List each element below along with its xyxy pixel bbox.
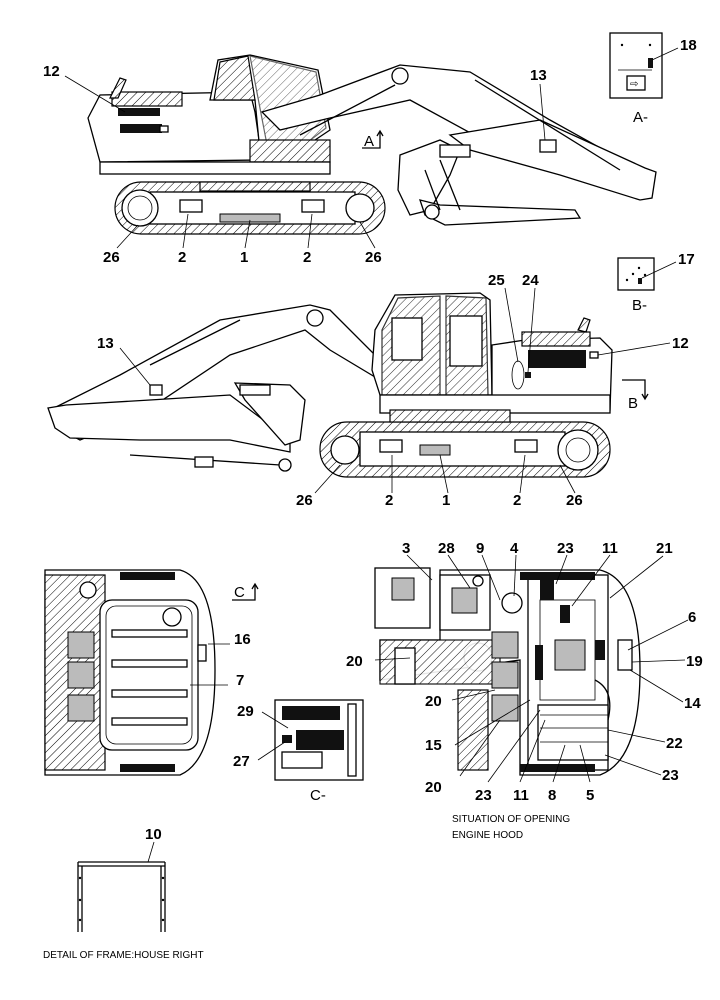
engine-hood-caption-line2: ENGINE HOOD xyxy=(452,830,523,841)
excavator-side-view-left xyxy=(64,54,657,249)
callout-10: 10 xyxy=(145,826,162,843)
callout-18: 18 xyxy=(680,37,697,54)
callout-14: 14 xyxy=(684,695,701,712)
excavator-side-view-right xyxy=(47,287,671,494)
engine-hood-caption-line1: SITUATION OF OPENING xyxy=(452,814,570,825)
detail-c: 29 27 C- xyxy=(233,699,364,804)
view-arrow-a-label: A xyxy=(364,133,374,150)
callout-2: 2 xyxy=(303,249,311,266)
callout-20: 20 xyxy=(425,693,442,710)
callout-23: 23 xyxy=(475,787,492,804)
callout-26: 26 xyxy=(566,492,583,509)
callout-26: 26 xyxy=(296,492,313,509)
callout-2: 2 xyxy=(178,249,186,266)
callout-12: 12 xyxy=(43,63,60,80)
engine-hood-callouts: 3 28 9 4 23 11 21 6 19 14 20 20 15 20 22… xyxy=(346,540,703,841)
callout-21: 21 xyxy=(656,540,673,557)
callout-28: 28 xyxy=(438,540,455,557)
frame-detail: 10 DETAIL OF FRAME:HOUSE RIGHT xyxy=(43,826,204,961)
callout-20: 20 xyxy=(425,779,442,796)
callout-6: 6 xyxy=(688,609,696,626)
callout-2: 2 xyxy=(513,492,521,509)
callout-9: 9 xyxy=(476,540,484,557)
callout-13: 13 xyxy=(97,335,114,352)
callout-5: 5 xyxy=(586,787,594,804)
top-view-left xyxy=(44,569,259,776)
callout-26: 26 xyxy=(365,249,382,266)
callout-3: 3 xyxy=(402,540,410,557)
detail-b-title: B- xyxy=(632,297,647,314)
callout-11: 11 xyxy=(602,540,618,557)
callout-22: 22 xyxy=(666,735,683,752)
detail-a-title: A- xyxy=(633,109,648,126)
callout-11: 11 xyxy=(513,787,529,804)
detail-c-title: C- xyxy=(310,787,326,804)
callout-7: 7 xyxy=(236,672,244,689)
callout-13: 13 xyxy=(530,67,547,84)
side-view-left-callouts: 12 13 26 2 1 2 26 A xyxy=(43,63,547,266)
detail-a: ⇨ 18 A- xyxy=(609,32,697,126)
callout-4: 4 xyxy=(510,540,519,557)
callout-12: 12 xyxy=(672,335,689,352)
callout-25: 25 xyxy=(488,272,505,289)
callout-27: 27 xyxy=(233,753,250,770)
callout-8: 8 xyxy=(548,787,556,804)
callout-16: 16 xyxy=(234,631,251,648)
svg-text:⇨: ⇨ xyxy=(630,79,638,90)
callout-29: 29 xyxy=(237,703,254,720)
callout-1: 1 xyxy=(240,249,248,266)
callout-1: 1 xyxy=(442,492,450,509)
callout-2: 2 xyxy=(385,492,393,509)
detail-b: 17 B- xyxy=(617,251,695,314)
frame-detail-caption: DETAIL OF FRAME:HOUSE RIGHT xyxy=(43,950,204,961)
top-view-left-callouts: C 16 7 xyxy=(234,584,251,689)
view-arrow-c-label: C xyxy=(234,584,245,601)
side-view-right-callouts: 13 25 24 12 26 2 1 2 26 B xyxy=(97,272,689,509)
callout-20: 20 xyxy=(346,653,363,670)
callout-24: 24 xyxy=(522,272,539,289)
callout-15: 15 xyxy=(425,737,442,754)
callout-17: 17 xyxy=(678,251,695,268)
view-arrow-b-label: B xyxy=(628,395,638,412)
callout-26: 26 xyxy=(103,249,120,266)
engine-hood-view xyxy=(374,554,689,783)
callout-19: 19 xyxy=(686,653,703,670)
callout-23: 23 xyxy=(662,767,679,784)
callout-23: 23 xyxy=(557,540,574,557)
